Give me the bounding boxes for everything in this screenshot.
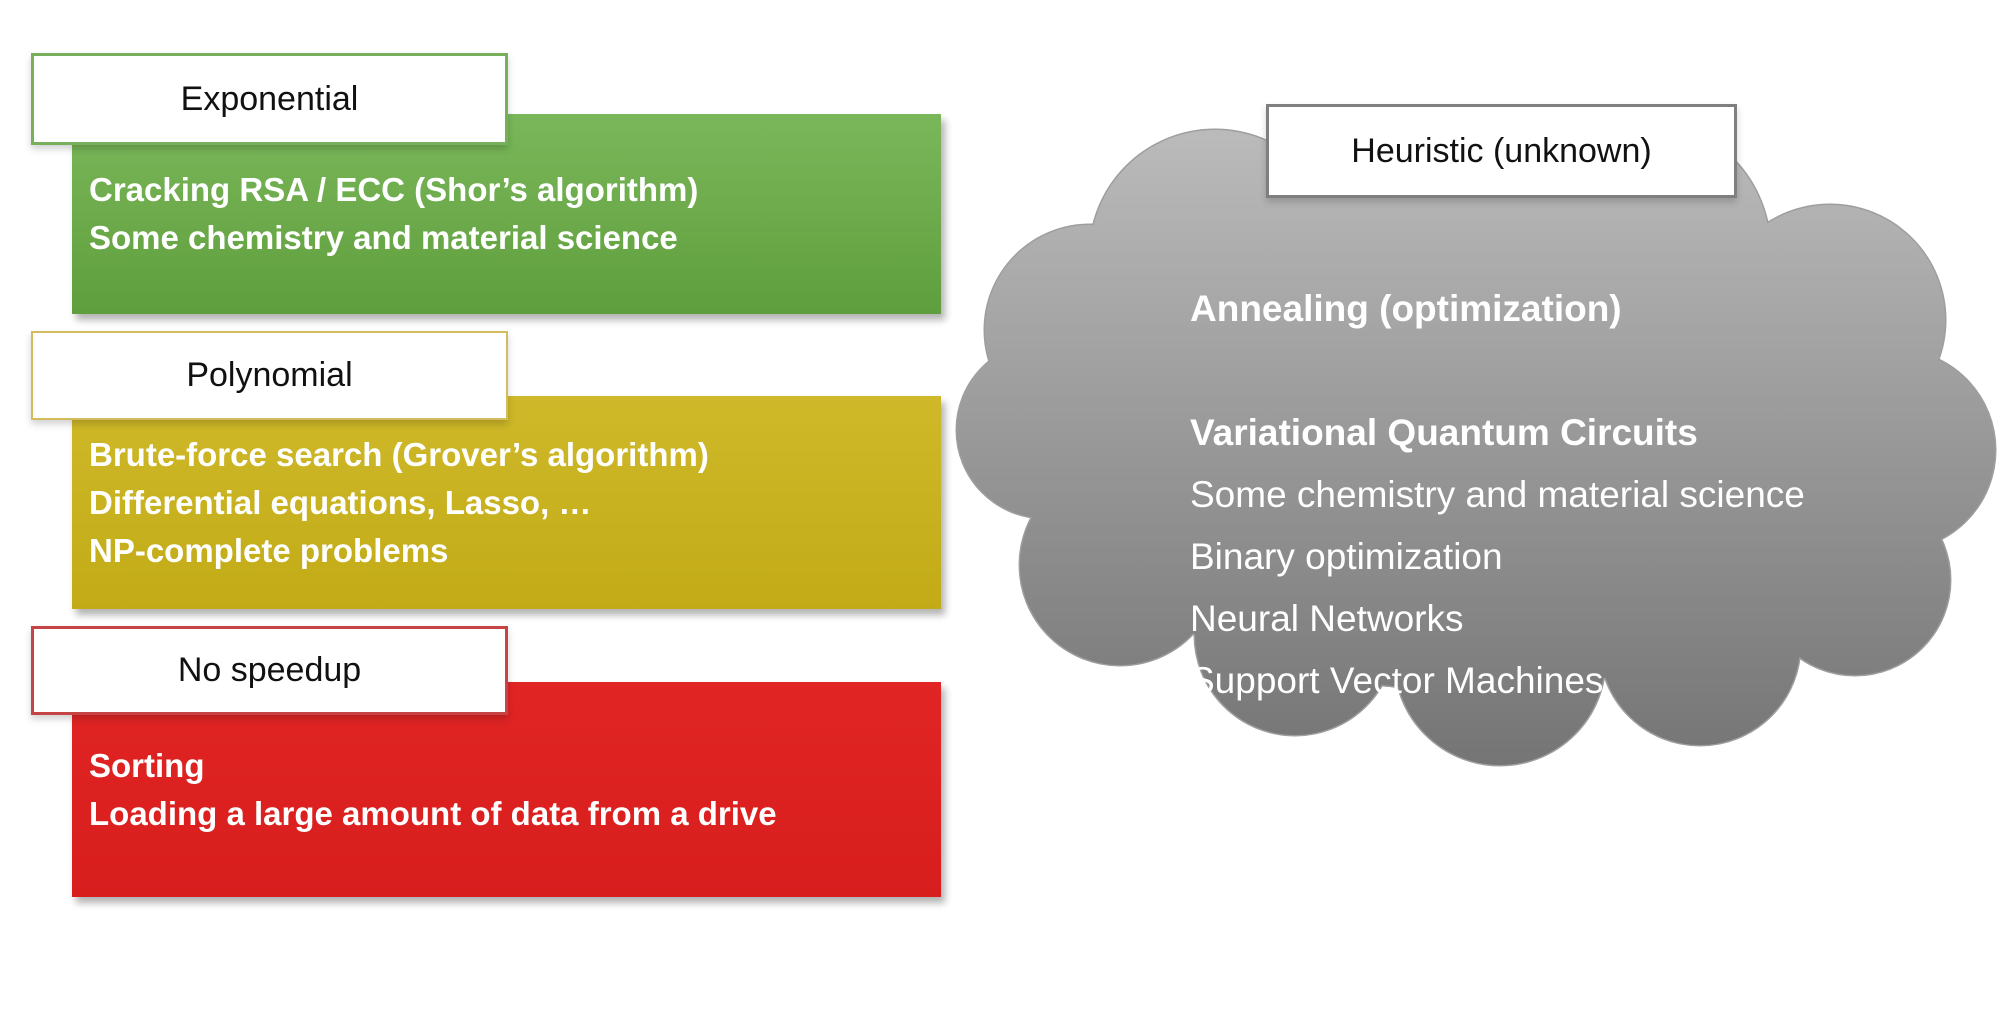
cloud-text-line: Support Vector Machines <box>1190 660 1604 701</box>
box-exponential: Cracking RSA / ECC (Shor’s algorithm) So… <box>72 114 941 314</box>
box-no-speedup-item: Loading a large amount of data from a dr… <box>89 794 777 832</box>
box-polynomial-item: Differential equations, Lasso, … <box>89 483 592 521</box>
box-no-speedup: Sorting Loading a large amount of data f… <box>72 682 941 897</box>
cloud-text-block: Annealing (optimization) Variational Qua… <box>1190 278 1805 712</box>
label-exponential-text: Exponential <box>180 79 359 118</box>
box-exponential-item: Some chemistry and material science <box>89 219 678 256</box>
label-no-speedup-text: No speedup <box>177 651 362 689</box>
box-exponential-item: Cracking RSA / ECC (Shor’s algorithm) <box>89 171 699 208</box>
cloud-text-line: Binary optimization <box>1190 536 1503 577</box>
box-polynomial-item: Brute-force search (Grover’s algorithm) <box>89 435 709 473</box>
cloud-text-spacer <box>1190 340 1805 402</box>
box-polynomial-item: NP-complete problems <box>89 531 449 569</box>
box-polynomial: Brute-force search (Grover’s algorithm) … <box>72 396 941 609</box>
cloud-text-line: Annealing (optimization) <box>1190 288 1622 329</box>
label-polynomial: Polynomial <box>31 331 508 420</box>
cloud-text-line: Variational Quantum Circuits <box>1190 412 1698 453</box>
label-heuristic-text: Heuristic (unknown) <box>1351 131 1652 170</box>
label-exponential: Exponential <box>31 53 508 145</box>
label-polynomial-text: Polynomial <box>186 356 353 394</box>
label-no-speedup: No speedup <box>31 626 508 715</box>
label-heuristic: Heuristic (unknown) <box>1266 104 1737 198</box>
cloud-text-line: Some chemistry and material science <box>1190 474 1805 515</box>
cloud-text-line: Neural Networks <box>1190 598 1464 639</box>
box-no-speedup-item: Sorting <box>89 746 205 784</box>
